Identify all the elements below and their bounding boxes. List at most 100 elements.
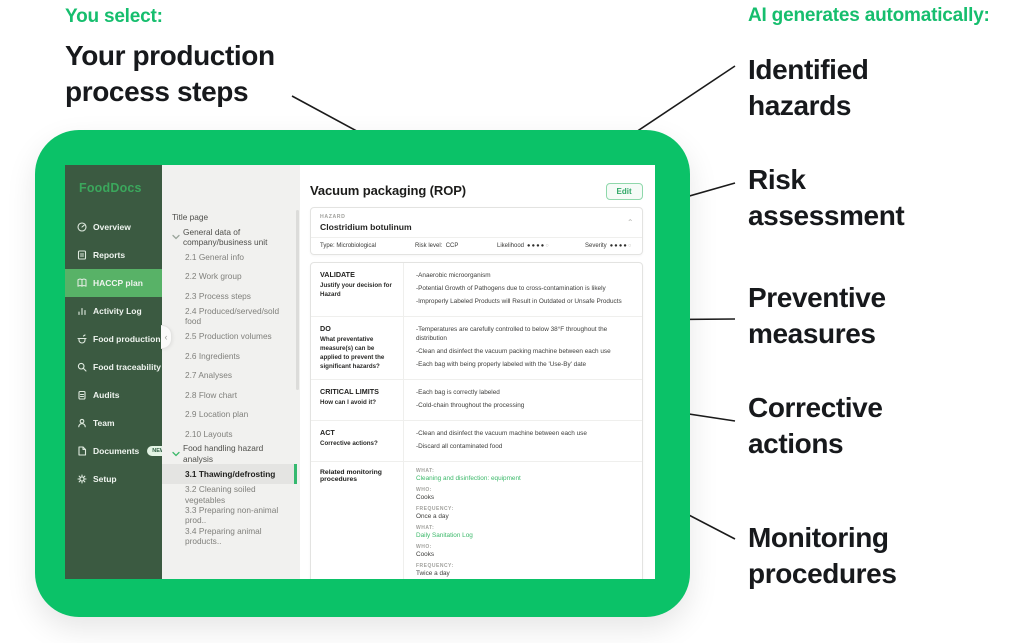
toc-item-title-page[interactable]: Title page [172, 211, 209, 222]
monitoring-procedure-link[interactable]: Daily Sanitation Log [416, 531, 473, 539]
sidebar-item-label: Reports [93, 250, 126, 260]
row-key: VALIDATE [320, 270, 355, 279]
toc-item-general-data[interactable]: General data of company/business unit [162, 227, 300, 248]
row-question: Corrective actions? [320, 439, 378, 447]
sidebar-item-label: Activity Log [93, 306, 142, 316]
toc-panel: ‹ Title page General data of company/bus… [161, 165, 300, 579]
sidebar-item-label: Audits [93, 390, 120, 400]
sidebar-item-activity-log[interactable]: Activity Log [65, 297, 162, 325]
fooddocs-logo: FoodDocs [79, 181, 142, 195]
you-select-eyebrow: You select: [65, 6, 163, 27]
annotation-preventive-measures: Preventive measures [748, 282, 886, 349]
who-label: WHO: [416, 543, 432, 550]
frequency-label: FREQUENCY: [416, 505, 454, 512]
sidebar-item-food-production[interactable]: Food production [65, 325, 162, 353]
person-icon [77, 418, 87, 428]
toc-item-2-6[interactable]: 2.6 Ingredients [185, 350, 240, 361]
sidebar-item-food-traceability[interactable]: Food traceability [65, 353, 162, 381]
annotation-monitoring-procedures: Monitoring procedures [748, 522, 897, 589]
likelihood-dots: ●●●● [527, 243, 546, 249]
table-row-critical-limits: CRITICAL LIMITS How can I avoid it? -Eac… [311, 378, 642, 420]
bar-chart-icon [77, 306, 87, 316]
sidebar-item-documents[interactable]: Documents NEW [65, 437, 171, 465]
toc-item-2-8[interactable]: 2.8 Flow chart [185, 389, 238, 400]
table-row-do: DO What preventative measure(s) can be a… [311, 315, 642, 379]
toc-item-3-4[interactable]: 3.4 Preparing animal products.. [185, 525, 262, 546]
sidebar: FoodDocs Overview Reports HACCP plan Act… [65, 165, 171, 579]
app-screen: FoodDocs Overview Reports HACCP plan Act… [65, 165, 655, 579]
chevron-down-icon [172, 234, 180, 240]
row-key: ACT [320, 427, 335, 437]
sidebar-item-setup[interactable]: Setup [65, 465, 162, 493]
toc-item-3-3[interactable]: 3.3 Preparing non-animal prod.. [185, 504, 279, 526]
gauge-icon [77, 222, 87, 232]
annotation-corrective-actions: Corrective actions [748, 392, 883, 459]
sidebar-item-reports[interactable]: Reports [65, 241, 162, 269]
hazard-card: ⌃ HAZARD Clostridium botulinum Type: Mic… [310, 207, 643, 255]
toc-item-2-1[interactable]: 2.1 General info [185, 251, 245, 262]
hazard-severity: Severity●●●●○ [585, 243, 633, 249]
what-label: WHAT: [416, 467, 435, 474]
pot-icon [77, 334, 87, 344]
sidebar-item-haccp-plan[interactable]: HACCP plan [65, 269, 162, 297]
document-icon [77, 446, 87, 456]
row-question: What preventative measure(s) can be appl… [320, 335, 385, 370]
toc-item-2-2[interactable]: 2.2 Work group [185, 271, 242, 282]
sidebar-item-team[interactable]: Team [65, 409, 162, 437]
annotation-identified-hazards: Identified hazards [748, 54, 869, 121]
table-row-act: ACT Corrective actions? -Clean and disin… [311, 419, 642, 461]
collapse-card-icon[interactable]: ⌃ [626, 218, 634, 227]
sidebar-item-overview[interactable]: Overview [65, 213, 162, 241]
annotation-production-steps: Your production process steps [65, 40, 275, 107]
toc-item-2-9[interactable]: 2.9 Location plan [185, 409, 249, 419]
who-label: WHO: [416, 486, 432, 493]
toc-item-2-7[interactable]: 2.7 Analyses [185, 370, 233, 380]
toc-item-2-3[interactable]: 2.3 Process steps [185, 290, 251, 301]
hazard-type: Type: Microbiological [320, 243, 377, 249]
table-row-monitoring: Related monitoring procedures WHAT: Clea… [311, 460, 642, 579]
new-badge: NEW [147, 446, 171, 456]
row-key: CRITICAL LIMITS [320, 386, 379, 396]
frequency-label: FREQUENCY: [416, 562, 454, 569]
monitoring-procedure-link[interactable]: Cleaning and disinfection: equipment [416, 474, 521, 482]
search-icon [77, 362, 87, 372]
toc-item-2-10[interactable]: 2.10 Layouts [185, 428, 233, 439]
report-icon [77, 250, 87, 260]
clipboard-icon [77, 390, 87, 400]
hazard-name: Clostridium botulinum [320, 222, 412, 232]
row-question: Justify your decision for Hazard [320, 282, 392, 298]
row-key: DO [320, 323, 331, 333]
toc-item-3-2[interactable]: 3.2 Cleaning soiled vegetables [185, 484, 256, 505]
what-label: WHAT: [416, 524, 435, 531]
hazard-analysis-table: VALIDATE Justify your decision for Hazar… [310, 262, 643, 579]
gear-icon [77, 474, 87, 484]
sidebar-item-label: Setup [93, 474, 117, 484]
book-icon [77, 278, 87, 288]
toc-item-2-4[interactable]: 2.4 Produced/served/sold food [185, 305, 280, 327]
row-key: Related monitoring procedures [320, 468, 382, 483]
document-area: Vacuum packaging (ROP) Edit ⌃ HAZARD Clo… [300, 165, 655, 579]
chevron-down-icon [172, 451, 180, 457]
edit-button[interactable]: Edit [605, 183, 643, 200]
annotation-risk-assessment: Risk assessment [748, 164, 905, 231]
sidebar-item-label: Team [93, 418, 115, 428]
sidebar-item-label: Food production [93, 334, 161, 344]
page-title: Vacuum packaging (ROP) [310, 183, 467, 198]
table-row-validate: VALIDATE Justify your decision for Hazar… [311, 263, 642, 316]
sidebar-item-label: Food traceability [93, 362, 162, 372]
sidebar-item-label: Documents [93, 446, 140, 456]
toc-item-food-handling-hazard-analysis[interactable]: Food handling hazard analysis [162, 443, 300, 464]
ai-generates-eyebrow: AI generates automatically: [748, 5, 990, 26]
toc-scrollbar[interactable] [296, 210, 299, 390]
hazard-label: HAZARD [320, 214, 346, 220]
toc-item-2-5[interactable]: 2.5 Production volumes [185, 331, 272, 341]
row-question: How can I avoid it? [320, 398, 377, 406]
sidebar-item-label: Overview [93, 222, 131, 232]
toc-item-3-1-selected[interactable]: 3.1 Thawing/defrosting [162, 464, 297, 485]
sidebar-item-audits[interactable]: Audits [65, 381, 162, 409]
sidebar-item-label: HACCP plan [93, 278, 143, 288]
hazard-likelihood: Likelihood●●●●○ [497, 243, 550, 249]
severity-dots: ●●●● [609, 243, 629, 249]
hazard-risk-level: Risk level: CCP [415, 243, 459, 249]
tablet-frame: FoodDocs Overview Reports HACCP plan Act… [35, 130, 690, 617]
